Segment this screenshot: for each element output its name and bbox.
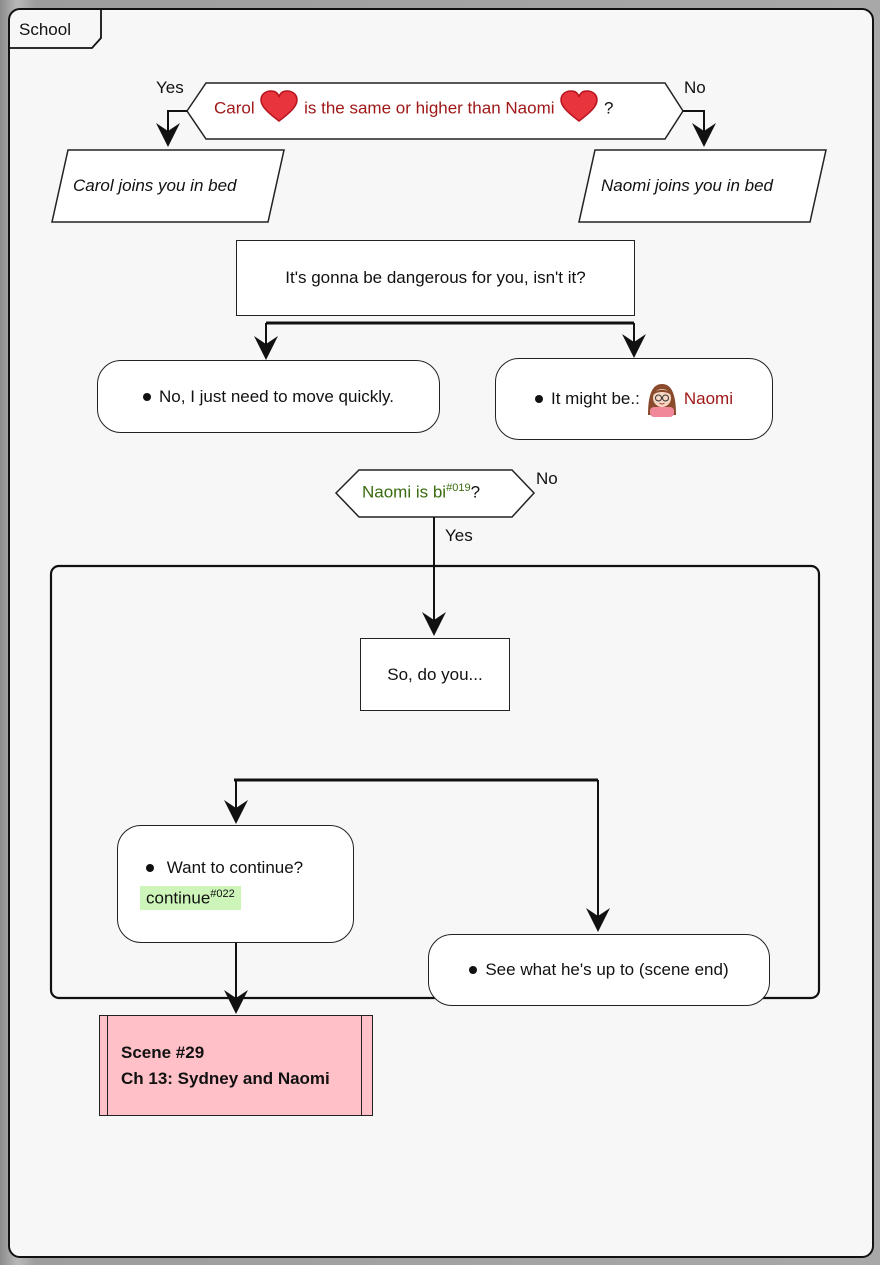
no-label: No xyxy=(684,78,706,97)
scene-number: Scene #29 xyxy=(121,1042,205,1062)
continue-tag-ref: #022 xyxy=(210,887,235,900)
heart-icon xyxy=(260,90,299,122)
condition-middle: is the same or higher than xyxy=(304,98,501,118)
prompt-text: So, do you... xyxy=(387,664,483,684)
choice2-option-a-label: Want to continue? xyxy=(166,857,304,877)
heart-icon xyxy=(560,90,599,122)
output-shape-naomi xyxy=(578,149,827,223)
question-text: It's gonna be dangerous for you, isn't i… xyxy=(285,268,586,287)
bullet-icon xyxy=(535,395,544,403)
condition-name-b: Naomi xyxy=(505,98,555,118)
decision2-text: Naomi is bi xyxy=(362,482,447,502)
choice2-option-a: Want to continue? continue#022 xyxy=(117,825,354,943)
choice-option-b-prefix: It might be.: xyxy=(551,389,640,408)
bullet-icon xyxy=(146,864,154,873)
yes-label: Yes xyxy=(156,78,184,97)
choice-option-b: It might be.: Naomi xyxy=(495,358,773,440)
choice-option-a: No, I just need to move quickly. xyxy=(97,360,440,433)
continue-tag-label: continue xyxy=(146,888,211,908)
decision2-suffix: ? xyxy=(470,482,481,502)
condition-name-a: Carol xyxy=(214,98,255,118)
scene-chapter: Ch 13: Sydney and Naomi xyxy=(121,1068,330,1088)
decision-shape-2 xyxy=(334,469,536,518)
continue-tag: continue#022 xyxy=(140,885,241,911)
choice-option-b-name: Naomi xyxy=(683,389,733,408)
choice-option-a-label: No, I just need to move quickly. xyxy=(159,386,394,406)
outcome-naomi: Naomi joins you in bed xyxy=(601,176,773,195)
output-shape-carol xyxy=(51,149,285,223)
bullet-icon xyxy=(469,966,478,974)
condition-suffix: ? xyxy=(603,98,614,118)
bullet-icon xyxy=(143,392,152,401)
decision-condition: Carol is the same or higher than Naomi ? xyxy=(214,90,614,122)
question-box: It's gonna be dangerous for you, isn't i… xyxy=(236,240,635,316)
decision2-condition: Naomi is bi#019? xyxy=(362,482,480,503)
decision2-no-label: No xyxy=(536,469,558,488)
scene-box: Scene #29 Ch 13: Sydney and Naomi xyxy=(99,1015,373,1116)
decision2-ref: #019 xyxy=(446,482,471,494)
decision2-yes-label: Yes xyxy=(445,526,473,545)
choice2-option-b: See what he's up to (scene end) xyxy=(428,934,770,1006)
naomi-avatar-icon xyxy=(647,384,676,417)
swimlane-title: School xyxy=(19,20,71,39)
choice2-option-b-label: See what he's up to (scene end) xyxy=(485,960,729,979)
prompt-box: So, do you... xyxy=(360,638,510,711)
outcome-carol: Carol joins you in bed xyxy=(73,176,237,195)
